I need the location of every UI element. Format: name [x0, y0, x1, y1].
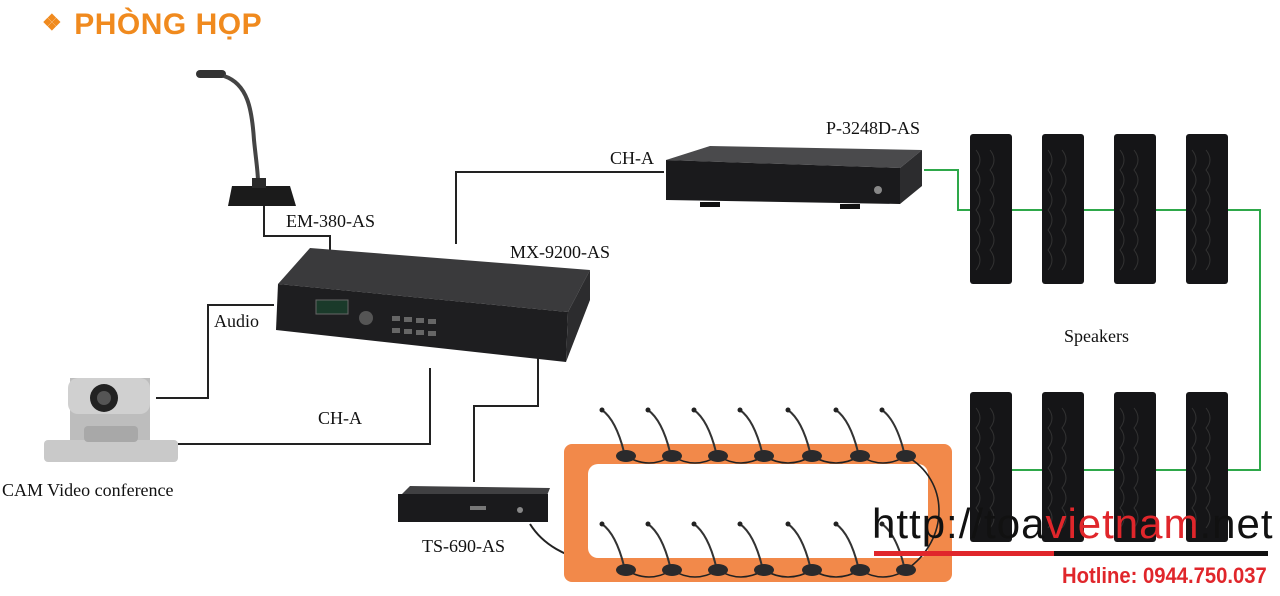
delegate-mic-icon — [599, 521, 636, 576]
label-mx-9200-as: MX-9200-AS — [510, 242, 611, 262]
diamond-bullet-icon: ❖ — [42, 10, 63, 35]
wire-camera-audio — [156, 304, 274, 399]
delegate-mic-icon — [833, 407, 870, 462]
label-audio: Audio — [214, 311, 259, 331]
ptz-camera-icon — [44, 378, 178, 462]
delegate-mic-icon — [879, 521, 916, 576]
website-watermark: http://toavietnam.net — [872, 500, 1274, 548]
delegate-mic-icon — [645, 407, 682, 462]
delegate-mic-icon — [785, 407, 822, 462]
delegate-mic-icon — [599, 407, 636, 462]
label-em-380-as: EM-380-AS — [286, 211, 375, 231]
delegate-mic-icon — [833, 521, 870, 576]
delegate-mic-icon — [737, 407, 774, 462]
gooseneck-mic-icon — [196, 70, 296, 206]
speaker-grille-pattern — [975, 149, 1211, 529]
power-amplifier-icon — [666, 146, 922, 209]
delegate-mic-icon — [879, 407, 916, 462]
url-suffix: .net — [1199, 500, 1274, 547]
conference-table-frame — [564, 444, 952, 582]
delegate-mic-icon — [645, 521, 682, 576]
label-ts-690-as: TS-690-AS — [422, 536, 506, 556]
mic-chain-cable — [905, 455, 940, 571]
wire-amp-speakers — [924, 169, 1261, 471]
speaker-wires — [924, 169, 1261, 471]
delegate-mic-icon — [691, 407, 728, 462]
url-prefix: http://toa — [872, 500, 1046, 547]
page-title: ❖ PHÒNG HỌP — [42, 8, 262, 42]
mixer-device-icon — [276, 248, 590, 362]
delegate-mic-icon — [737, 521, 774, 576]
label-p-3248d-as: P-3248D-AS — [826, 118, 921, 138]
conference-unit-icon — [398, 486, 621, 569]
wire-mixer-conf — [473, 340, 539, 482]
delegate-mics — [599, 407, 940, 578]
hotline-text: Hotline: 0944.750.037 — [1062, 563, 1267, 588]
wire-camera-mixer — [178, 368, 431, 445]
url-mid: vietnam — [1045, 500, 1200, 547]
delegate-mic-icon — [691, 521, 728, 576]
url-underline — [874, 551, 1268, 556]
delegate-mic-icon — [785, 521, 822, 576]
label-ch-a-camera: CH-A — [318, 408, 362, 428]
label-ch-a-amp: CH-A — [610, 148, 654, 168]
title-text: PHÒNG HỌP — [74, 8, 263, 41]
label-speakers: Speakers — [1064, 326, 1129, 346]
label-camera: CAM Video conference — [2, 480, 174, 500]
wire-mixer-amp — [455, 171, 664, 244]
